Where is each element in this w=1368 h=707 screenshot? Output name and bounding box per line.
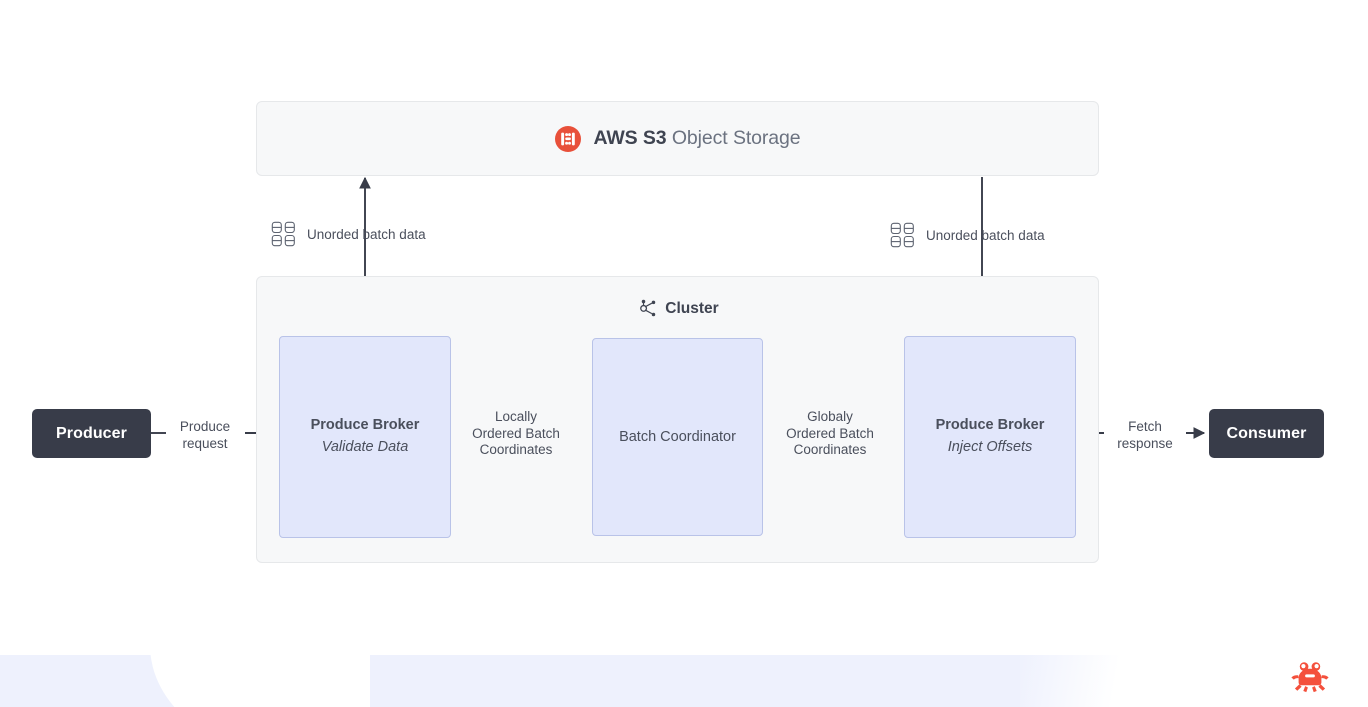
storage-note-upload-label: Unorded batch data <box>307 226 426 242</box>
node-batch-coordinator[interactable]: Batch Coordinator <box>592 338 763 536</box>
database-grid-icon <box>890 222 914 248</box>
storage-note-download-label: Unorded batch data <box>926 227 1045 243</box>
aws-s3-title: AWS S3 Object Storage <box>593 127 800 150</box>
edge-label-fetch-response: Fetch response <box>1117 419 1173 451</box>
node-subtitle: Validate Data <box>321 439 409 455</box>
storage-note-upload: Unorded batch data <box>271 221 426 247</box>
node-title: Produce Broker <box>310 417 420 434</box>
storage-note-download: Unorded batch data <box>890 222 1045 248</box>
node-subtitle: Inject Offsets <box>947 439 1033 455</box>
edge-label-produce-request: Produce request <box>179 419 231 451</box>
crab-logo <box>1291 662 1329 693</box>
aws-s3-panel: AWS S3 Object Storage <box>256 101 1099 176</box>
aws-s3-subtitle: Object Storage <box>666 127 801 149</box>
consumer-node[interactable]: Consumer <box>1209 409 1324 458</box>
edge-label-locally-ordered: Locally Ordered Batch Coordinates <box>472 409 560 458</box>
database-grid-icon <box>271 221 295 247</box>
cluster-label: Cluster <box>665 299 719 317</box>
node-title: Batch Coordinator <box>619 429 736 445</box>
consumer-label: Consumer <box>1226 424 1307 442</box>
bottom-decor-band <box>0 655 1368 707</box>
decor-swoosh-left <box>150 655 370 707</box>
cluster-header: Cluster <box>257 299 1100 318</box>
network-nodes-icon <box>640 299 656 317</box>
producer-node[interactable]: Producer <box>32 409 151 458</box>
edge-label-globaly-ordered: Globaly Ordered Batch Coordinates <box>786 409 874 458</box>
node-produce-broker-inject[interactable]: Produce Broker Inject Offsets <box>904 336 1076 538</box>
node-title: Produce Broker <box>935 417 1045 434</box>
producer-label: Producer <box>55 424 128 442</box>
aws-s3-brand: AWS S3 <box>593 127 667 149</box>
decor-swoosh-right <box>1130 655 1368 707</box>
aws-s3-icon <box>555 125 582 152</box>
decor-swoosh-mid <box>1020 655 1140 707</box>
node-produce-broker-validate[interactable]: Produce Broker Validate Data <box>279 336 451 538</box>
